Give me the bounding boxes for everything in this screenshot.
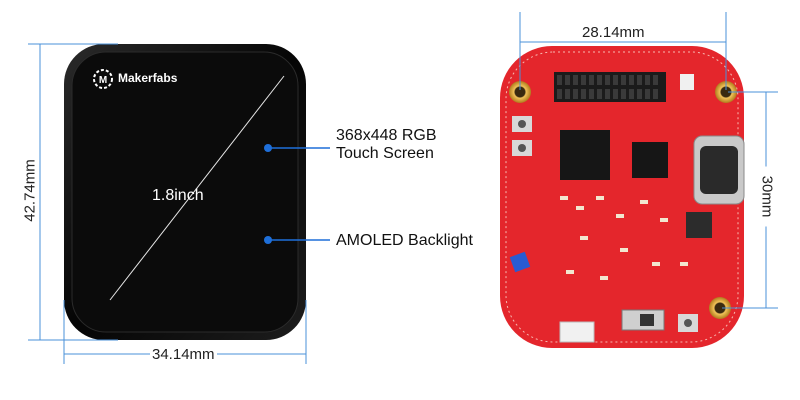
board-width-label: 28.14mm bbox=[578, 24, 649, 41]
power-switch bbox=[621, 309, 665, 331]
callout-amoled-marker bbox=[264, 236, 330, 244]
screen-diagonal-label: 1.8inch bbox=[152, 187, 204, 204]
mcu-chip bbox=[560, 130, 610, 180]
amoled-screen bbox=[64, 44, 306, 340]
screen-height-dimension bbox=[28, 43, 118, 341]
brand-logo-text: Makerfabs bbox=[118, 71, 178, 85]
inductor bbox=[686, 212, 712, 238]
callout-amoled-label: AMOLED Backlight bbox=[336, 232, 473, 249]
antenna bbox=[509, 251, 531, 273]
makerfabs-logo-icon: M bbox=[93, 69, 113, 89]
battery-connector bbox=[559, 321, 595, 343]
usb-ic bbox=[632, 142, 668, 178]
screen-height-label: 42.74mm bbox=[21, 150, 39, 231]
mounting-hole bbox=[709, 297, 731, 319]
svg-text:M: M bbox=[99, 75, 107, 86]
mounting-hole bbox=[509, 81, 531, 103]
pcb-board bbox=[500, 46, 745, 348]
button-reset bbox=[512, 140, 532, 156]
passives bbox=[560, 196, 688, 280]
button-boot bbox=[512, 116, 532, 132]
board-width-dimension bbox=[519, 12, 727, 90]
callout-touch-line1: 368x448 RGB bbox=[336, 127, 437, 144]
callout-touch-marker bbox=[264, 144, 330, 152]
callout-touch-line2: Touch Screen bbox=[336, 145, 434, 162]
pin-header bbox=[554, 72, 666, 102]
led bbox=[680, 74, 694, 90]
screen-width-label: 34.14mm bbox=[150, 346, 217, 363]
board-height-label: 30mm bbox=[758, 166, 776, 227]
mounting-hole bbox=[715, 81, 737, 103]
callout-touch-label: 368x448 RGB Touch Screen bbox=[336, 127, 437, 163]
button-user bbox=[678, 314, 698, 332]
usbc-connector bbox=[693, 135, 745, 205]
diagonal-line bbox=[109, 75, 285, 301]
